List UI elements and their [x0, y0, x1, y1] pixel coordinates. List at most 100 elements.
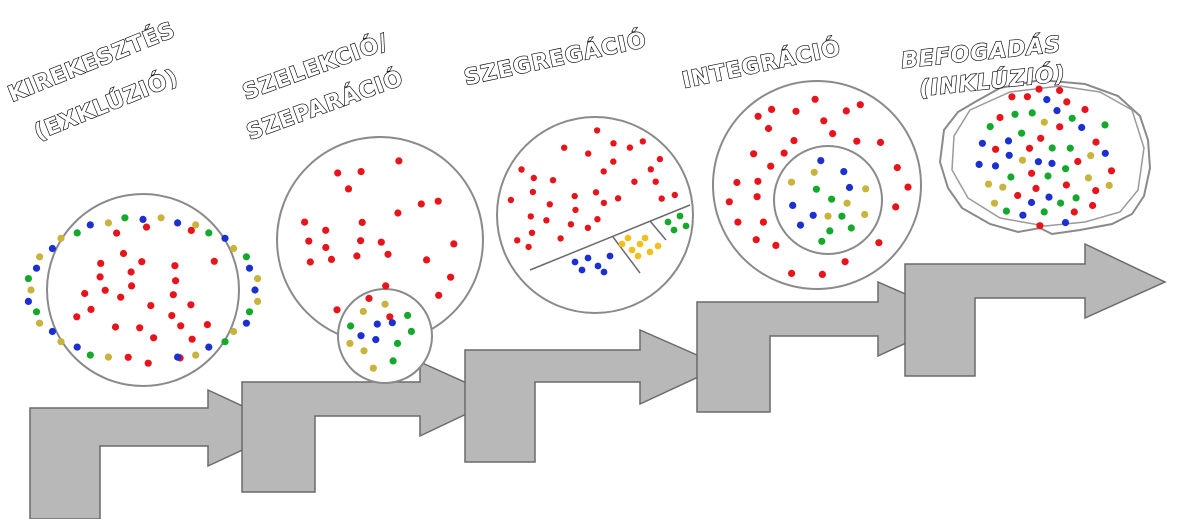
person-dot — [1070, 208, 1078, 216]
person-dot — [792, 107, 800, 115]
person-dot — [606, 252, 614, 260]
step-arrow-3 — [464, 328, 724, 463]
person-dot — [647, 166, 654, 173]
person-dot — [142, 223, 151, 231]
person-dot — [254, 275, 262, 283]
person-dot — [843, 199, 851, 207]
person-dot — [847, 224, 855, 232]
person-dot — [187, 301, 195, 309]
person-dot — [527, 213, 534, 220]
person-dot — [358, 218, 366, 226]
person-dot — [984, 180, 993, 188]
person-dot — [169, 291, 177, 299]
person-dot — [571, 258, 579, 266]
person-dot — [904, 183, 912, 191]
person-dot — [150, 334, 158, 342]
person-dot — [210, 257, 218, 265]
person-dot — [203, 321, 211, 329]
person-dot — [254, 297, 262, 305]
person-dot — [1081, 105, 1089, 114]
person-dot — [305, 237, 313, 245]
person-dot — [177, 322, 185, 330]
person-dot — [404, 311, 412, 319]
person-dot — [1089, 201, 1097, 210]
person-dot — [301, 218, 309, 226]
person-dot — [656, 155, 664, 163]
person-dot — [578, 266, 586, 274]
person-dot — [514, 237, 521, 244]
person-dot — [144, 359, 152, 367]
person-dot — [1056, 86, 1064, 94]
person-dot — [24, 297, 32, 305]
person-dot — [205, 343, 213, 351]
person-dot — [1066, 144, 1074, 152]
person-dot — [73, 343, 81, 351]
person-dot — [752, 236, 760, 244]
person-dot — [812, 185, 821, 193]
step-arrow-4 — [696, 280, 962, 413]
person-dot — [333, 306, 341, 314]
person-dot — [1014, 191, 1022, 200]
person-dot — [790, 137, 798, 145]
integration-majority-dots — [725, 95, 912, 278]
person-dot — [407, 327, 415, 335]
person-dot — [1018, 129, 1026, 137]
person-dot — [450, 240, 458, 248]
step-arrow-5 — [904, 242, 1167, 377]
person-dot — [192, 221, 200, 229]
segregation-divider-1 — [529, 204, 691, 271]
person-dot — [121, 214, 129, 222]
person-dot — [1101, 149, 1109, 157]
person-dot — [772, 241, 780, 249]
person-dot — [996, 113, 1004, 122]
person-dot — [57, 234, 65, 242]
person-dot — [344, 185, 353, 193]
person-dot — [572, 206, 579, 214]
person-dot — [73, 313, 81, 321]
person-dot — [759, 218, 768, 226]
person-dot — [861, 210, 869, 219]
person-dot — [826, 227, 834, 235]
label-segregation: SZEGREGÁCIÓ — [462, 27, 649, 91]
person-dot — [1037, 134, 1045, 142]
person-dot — [48, 244, 57, 253]
person-dot — [306, 258, 314, 266]
person-dot — [1040, 208, 1048, 216]
person-dot — [36, 253, 44, 261]
person-dot — [104, 219, 112, 227]
person-dot — [634, 252, 642, 260]
person-dot — [138, 258, 146, 266]
person-dot — [36, 319, 44, 327]
person-dot — [357, 237, 365, 245]
person-dot — [767, 162, 775, 170]
person-dot — [764, 124, 773, 133]
person-dot — [753, 193, 761, 201]
person-dot — [525, 243, 532, 251]
person-dot — [1034, 158, 1042, 166]
person-dot — [594, 262, 602, 270]
person-dot — [780, 149, 788, 157]
person-dot — [1101, 121, 1109, 129]
staircase-arrows — [22, 242, 1167, 519]
person-dot — [136, 324, 144, 332]
integration-illustration — [712, 80, 922, 290]
person-dot — [789, 201, 797, 209]
person-dot — [817, 157, 825, 165]
person-dot — [845, 183, 854, 192]
person-dot — [768, 105, 776, 113]
person-dot — [322, 243, 330, 252]
person-dot — [584, 224, 592, 231]
person-dot — [841, 258, 849, 266]
person-dot — [682, 222, 690, 230]
person-dot — [892, 203, 900, 211]
person-dot — [528, 229, 536, 236]
person-dot — [828, 195, 836, 203]
person-dot — [1078, 123, 1086, 132]
person-dot — [750, 150, 758, 158]
person-dot — [1074, 157, 1082, 166]
person-dot — [381, 300, 389, 308]
person-dot — [992, 145, 1000, 153]
person-dot — [1092, 187, 1100, 195]
person-dot — [171, 262, 179, 270]
person-dot — [187, 226, 195, 234]
